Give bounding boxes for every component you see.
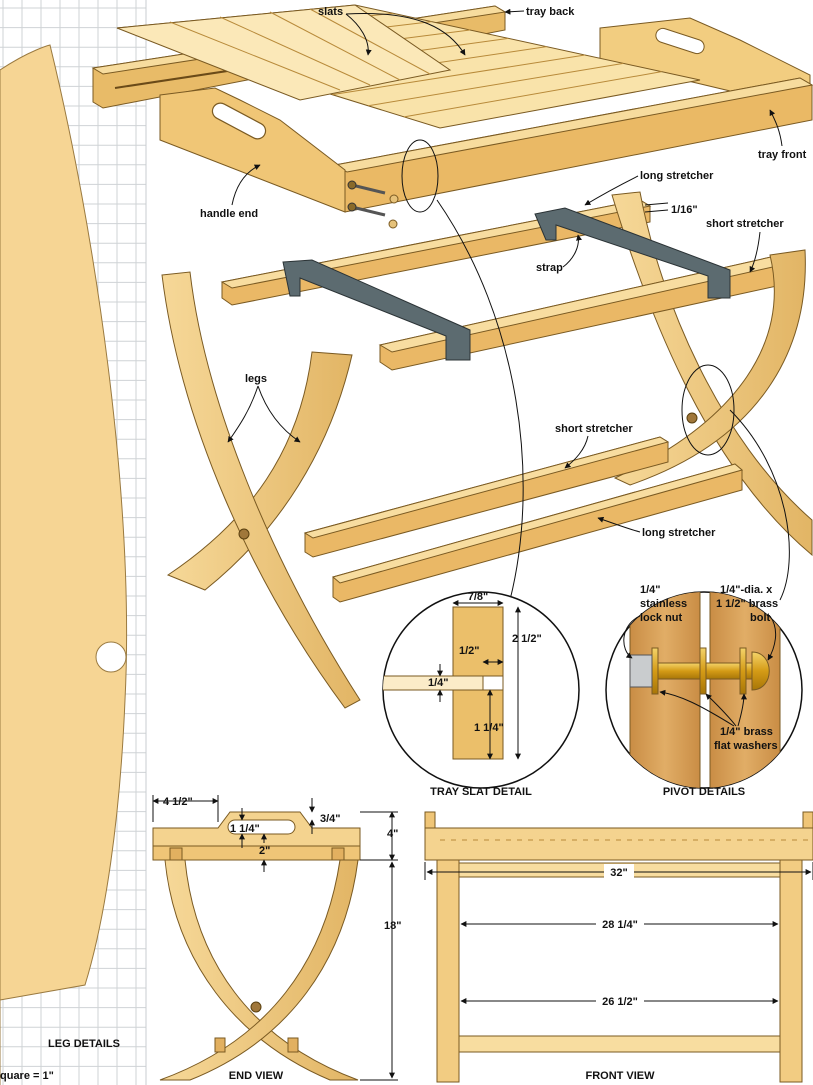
nut-label-2: stainless bbox=[640, 598, 687, 610]
dim-leg-height: 18" bbox=[384, 920, 401, 932]
label-tray-back: tray back bbox=[526, 6, 575, 18]
label-long-stretcher-top: long stretcher bbox=[640, 170, 714, 182]
dim-top-gap: 3/4" bbox=[320, 813, 341, 825]
bolt-label-3: bolt bbox=[750, 612, 770, 624]
dim-groove-width: 1/4" bbox=[428, 677, 449, 689]
upper-frame bbox=[220, 191, 813, 557]
label-handle-end: handle end bbox=[200, 208, 258, 220]
dim-slat-height: 2 1/2" bbox=[512, 633, 542, 645]
front-view-title: FRONT VIEW bbox=[585, 1070, 655, 1082]
leg-details-title: LEG DETAILS bbox=[48, 1038, 120, 1050]
label-slats: slats bbox=[318, 6, 343, 18]
grid bbox=[0, 0, 146, 1085]
leg-template bbox=[0, 44, 128, 1085]
front-view: 32" 28 1/4" 26 1/2" FRONT VIEW bbox=[424, 811, 813, 1083]
pivot-details-title: PIVOT DETAILS bbox=[663, 786, 745, 798]
dim-stretcher-length: 26 1/2" bbox=[602, 996, 638, 1008]
washer-label-2: flat washers bbox=[714, 740, 778, 752]
pivot-details: 1/4" stainless lock nut 1/4"-dia. x 1 1/… bbox=[605, 584, 803, 798]
label-long-stretcher-bottom: long stretcher bbox=[642, 527, 716, 539]
nut-label-1: 1/4" bbox=[640, 584, 661, 596]
dim-handle-offset: 4 1/2" bbox=[163, 796, 193, 808]
bolt-label-1: 1/4"-dia. x bbox=[720, 584, 773, 596]
callouts: slats tray back tray front handle end lo… bbox=[200, 6, 807, 539]
dim-slat-lower: 1 1/4" bbox=[474, 722, 504, 734]
label-sixteenth: 1/16" bbox=[671, 204, 698, 216]
lower-frame bbox=[161, 199, 790, 709]
label-short-stretcher-top: short stretcher bbox=[706, 218, 784, 230]
dim-groove-depth: 1/2" bbox=[459, 645, 480, 657]
straps bbox=[282, 207, 731, 361]
dim-tray-height: 4" bbox=[387, 828, 398, 840]
label-tray-front: tray front bbox=[758, 149, 807, 161]
grid-scale-note: quare = 1" bbox=[0, 1070, 54, 1082]
end-view: 4 1/2" 1 1/4" 3/4" 2" 4" 18" END VIEW bbox=[152, 795, 401, 1082]
dim-between-legs: 28 1/4" bbox=[602, 919, 638, 931]
nut-label-3: lock nut bbox=[640, 612, 683, 624]
washer-label-1: 1/4" brass bbox=[720, 726, 773, 738]
tray-screws bbox=[347, 180, 399, 229]
dim-slat-width: 7/8" bbox=[468, 591, 489, 603]
dim-handle-depth: 2" bbox=[259, 845, 270, 857]
label-strap: strap bbox=[536, 262, 563, 274]
label-legs: legs bbox=[245, 373, 267, 385]
end-view-title: END VIEW bbox=[229, 1070, 284, 1082]
tray-slat-detail: 7/8" 2 1/2" 1/2" 1/4" 1 1/4" TRAY SLAT D… bbox=[382, 591, 580, 798]
label-short-stretcher-bottom: short stretcher bbox=[555, 423, 633, 435]
bolt-label-2: 1 1/2" brass bbox=[716, 598, 778, 610]
dim-overall-length: 32" bbox=[610, 867, 627, 879]
exploded-tray bbox=[91, 4, 813, 229]
dim-handle-height: 1 1/4" bbox=[230, 823, 260, 835]
pivot-hole bbox=[95, 641, 127, 673]
tray-slat-detail-title: TRAY SLAT DETAIL bbox=[430, 786, 532, 798]
leg-details-panel: LEG DETAILS quare = 1" bbox=[0, 0, 147, 1085]
